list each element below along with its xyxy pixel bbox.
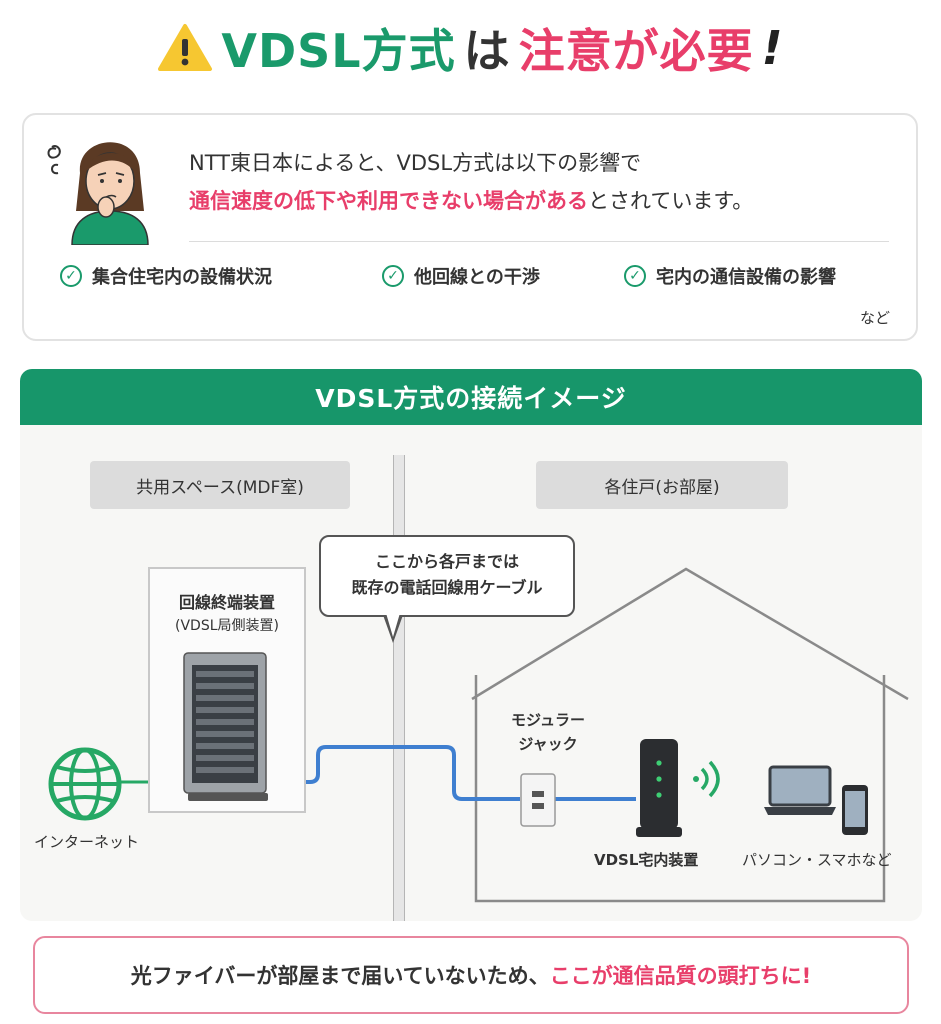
callout-line2: 既存の電話回線用ケーブル	[351, 578, 543, 597]
globe-icon	[48, 747, 122, 821]
check-item-home-equipment: ✓ 宅内の通信設備の影響	[624, 263, 836, 289]
callout-tail-fill	[386, 613, 400, 637]
wifi-signal-icon	[693, 760, 720, 798]
title-caution: 注意が必要	[518, 24, 754, 78]
mdf-subtitle: (VDSL局側装置)	[175, 618, 279, 634]
info-text-line1: NTT東日本によると、VDSL方式は以下の影響で	[189, 151, 642, 175]
mdf-equipment-box: 回線終端装置 (VDSL局側装置)	[148, 567, 306, 813]
warning-banner: 光ファイバーが部屋まで届いていないため、ここが通信品質の頭打ちに!	[33, 936, 909, 1014]
zone-label-room: 各住戸(お部屋)	[536, 461, 788, 509]
cable-callout: ここから各戸までは 既存の電話回線用ケーブル	[319, 535, 575, 617]
vdsl-modem-icon	[636, 739, 682, 837]
info-text-rest: とされています。	[588, 189, 754, 213]
warning-icon	[158, 24, 213, 71]
devices-label: パソコン・スマホなど	[742, 851, 892, 869]
warning-text: 光ファイバーが部屋まで届いていないため、	[130, 964, 550, 988]
title-exclamation: !	[761, 21, 784, 75]
laptop-icon	[764, 765, 836, 815]
house-outline	[471, 567, 909, 903]
page-title: VDSL方式 は 注意が必要 !	[0, 8, 941, 88]
title-particle: は	[463, 24, 511, 78]
check-item-interference: ✓ 他回線との干渉	[382, 263, 540, 289]
internet-label: インターネット	[34, 833, 140, 851]
server-rack-icon	[183, 652, 268, 801]
warning-highlight: ここが通信品質の頭打ちに!	[549, 964, 812, 988]
callout-line1: ここから各戸までは	[374, 552, 519, 571]
worried-woman-illustration	[47, 142, 149, 245]
title-vdsl: VDSL方式	[221, 24, 456, 78]
check-icon: ✓	[382, 265, 404, 287]
check-item-label: 集合住宅内の設備状況	[92, 267, 272, 288]
check-icon: ✓	[624, 265, 646, 287]
mdf-title: 回線終端装置	[178, 593, 275, 612]
zone-label-mdf: 共用スペース(MDF室)	[90, 461, 350, 509]
modular-jack-icon	[520, 773, 556, 827]
check-item-label: 宅内の通信設備の影響	[656, 267, 836, 288]
info-divider	[189, 241, 889, 242]
info-highlight: 通信速度の低下や利用できない場合がある	[189, 189, 588, 213]
jack-label-line1: モジュラー	[511, 711, 585, 729]
info-text-line2: 通信速度の低下や利用できない場合があるとされています。	[189, 185, 753, 215]
check-icon: ✓	[60, 265, 82, 287]
smartphone-icon	[842, 785, 868, 835]
jack-label-line2: ジャック	[518, 735, 578, 753]
modem-label: VDSL宅内装置	[594, 851, 699, 869]
info-card: NTT東日本によると、VDSL方式は以下の影響で 通信速度の低下や利用できない場…	[22, 113, 918, 341]
diagram-title: VDSL方式の接続イメージ	[20, 369, 922, 425]
check-item-label: 他回線との干渉	[414, 267, 540, 288]
check-item-building: ✓ 集合住宅内の設備状況	[60, 263, 272, 289]
diagram-card: VDSL方式の接続イメージ 共用スペース(MDF室) 各住戸(お部屋) ここから…	[20, 369, 922, 921]
info-note: など	[859, 309, 890, 327]
